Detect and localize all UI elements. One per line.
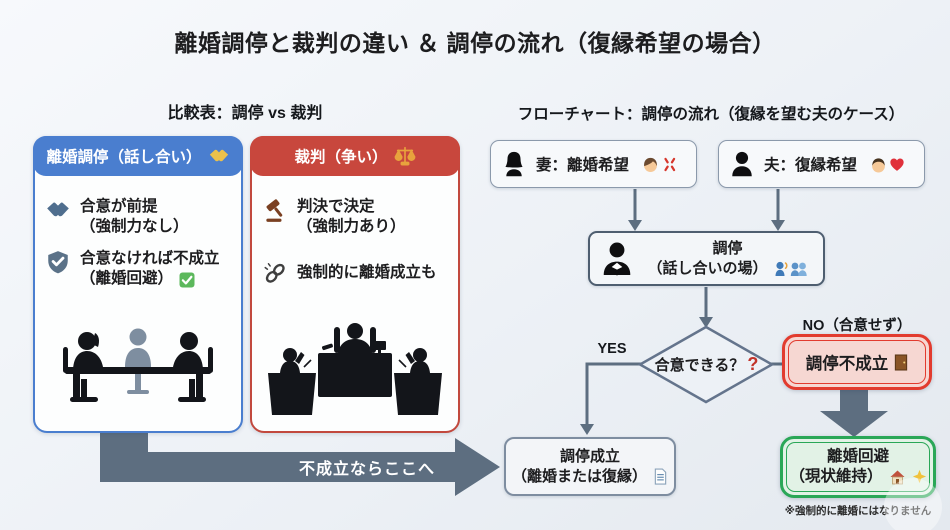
scales-icon xyxy=(394,146,415,166)
item-line2: （強制力なし） xyxy=(80,218,189,236)
mediation-card-header: 離婚調停（話し合い） xyxy=(33,136,243,176)
mediation-node-line2: （話し合いの場） xyxy=(647,259,768,277)
wife-node: 妻：離婚希望 xyxy=(490,140,697,188)
handshake-icon xyxy=(209,149,228,162)
mediation-card-body: 合意が前提 （強制力なし） 合意なければ不成立 （離婚回避） xyxy=(45,186,235,290)
mediation-fail-inner: 調停不成立 xyxy=(788,340,926,384)
husband-node-label: 夫：復縁希望 xyxy=(764,157,858,174)
yes-arrowhead-icon xyxy=(580,424,594,435)
yes-branch-label: YES xyxy=(597,341,627,357)
flowchart-heading: フローチャート：調停の流れ（復縁を望む夫のケース） xyxy=(517,106,905,123)
footnote: ※強制的に離婚にはなりません xyxy=(784,505,932,517)
mediation-fail-node: 調停不成立 xyxy=(782,334,932,390)
page-title: 離婚調停と裁判の違い ＆ 調停の流れ（復縁希望の場合） xyxy=(174,30,776,56)
list-item: 合意なければ不成立 （離婚回避） xyxy=(45,249,235,290)
trial-card-body: 判決で決定 （強制力あり） 強制的に離婚成立も xyxy=(262,186,452,286)
mediator-suit-icon xyxy=(603,242,631,276)
courtroom-scene-illustration xyxy=(268,323,442,415)
item-line2: （強制力あり） xyxy=(297,218,406,236)
document-icon xyxy=(654,468,667,485)
mediation-card: 離婚調停（話し合い） 合意が前提 （強制力なし） xyxy=(33,136,243,433)
success-line2: （離婚または復縁） xyxy=(511,467,647,485)
fail-path-big-arrow xyxy=(100,428,500,496)
heart-icon xyxy=(890,158,904,171)
house-icon xyxy=(890,470,904,485)
trial-card-header: 裁判（争い） xyxy=(250,136,460,176)
list-item: 強制的に離婚成立も xyxy=(262,260,452,286)
shield-check-icon xyxy=(48,251,68,274)
item-text: 合意が前提 （強制力なし） xyxy=(80,197,189,238)
mediation-node-line1: 調停 xyxy=(712,240,743,257)
fail-label: 調停不成立 xyxy=(805,355,889,373)
avoid-line1: 離婚回避 xyxy=(826,448,889,466)
man-face-icon xyxy=(872,157,885,172)
fail-to-avoid-thick-arrow xyxy=(820,389,888,437)
anger-symbol-icon xyxy=(664,157,676,171)
sparkle-icon xyxy=(912,470,926,484)
chain-icon xyxy=(264,262,285,283)
man-silhouette-icon xyxy=(732,151,752,177)
fail-path-arrow-label: 不成立ならここへ xyxy=(298,461,435,478)
avoid-line2: （現状維持） xyxy=(789,468,883,485)
item-line1: 合意が前提 xyxy=(80,198,158,215)
divorce-avoided-node: 離婚回避 （現状維持） xyxy=(780,436,936,498)
woman-face-icon xyxy=(644,157,657,172)
gavel-icon xyxy=(266,199,283,222)
wife-arrowhead-icon xyxy=(628,220,642,231)
wife-node-label: 妻：離婚希望 xyxy=(536,157,630,174)
husband-arrowhead-icon xyxy=(771,220,785,231)
mediation-arrowhead-icon xyxy=(699,317,713,328)
question-mark-icon: ? xyxy=(747,353,759,374)
trial-card-title: 裁判（争い） xyxy=(294,149,388,166)
item-text: 判決で決定 （強制力あり） xyxy=(297,197,406,238)
door-icon xyxy=(895,353,908,371)
yes-path-line xyxy=(585,362,641,424)
list-item: 合意が前提 （強制力なし） xyxy=(45,197,235,238)
comparison-heading: 比較表：調停 vs 裁判 xyxy=(167,105,323,122)
item-line1: 合意なければ不成立 xyxy=(80,249,220,267)
trial-card: 裁判（争い） xyxy=(250,136,460,433)
husband-node: 夫：復縁希望 xyxy=(718,140,925,188)
item-line1: 強制的に離婚成立も xyxy=(297,263,437,281)
mediation-success-node: 調停成立 （離婚または復縁） xyxy=(504,437,676,496)
item-text: 合意なければ不成立 （離婚回避） xyxy=(80,249,220,290)
item-line2: （離婚回避） xyxy=(80,270,174,288)
decision-label: 合意できる？ xyxy=(654,356,745,374)
husband-emojis xyxy=(870,156,905,173)
decision-node: 合意できる？ ? xyxy=(640,336,773,392)
list-item: 判決で決定 （強制力あり） xyxy=(262,197,452,238)
mediation-node: 調停 （話し合いの場） xyxy=(588,231,825,286)
divorce-avoided-inner: 離婚回避 （現状維持） xyxy=(786,442,930,492)
item-text: 強制的に離婚成立も xyxy=(297,263,437,283)
mediation-table-scene-illustration xyxy=(63,328,213,402)
speech-people-icon xyxy=(775,261,807,276)
decision-diamond xyxy=(637,325,775,404)
mediation-card-title: 離婚調停（話し合い） xyxy=(46,149,202,166)
wife-emojis xyxy=(642,156,676,173)
woman-silhouette-icon xyxy=(505,151,523,177)
item-line1: 判決で決定 xyxy=(297,198,375,215)
handshake-icon xyxy=(47,202,69,217)
mediation-node-text: 調停 （話し合いの場） xyxy=(642,239,813,278)
success-line1: 調停成立 xyxy=(559,448,620,465)
no-branch-label: NO（合意せず） xyxy=(802,318,912,334)
green-check-icon xyxy=(179,272,195,288)
